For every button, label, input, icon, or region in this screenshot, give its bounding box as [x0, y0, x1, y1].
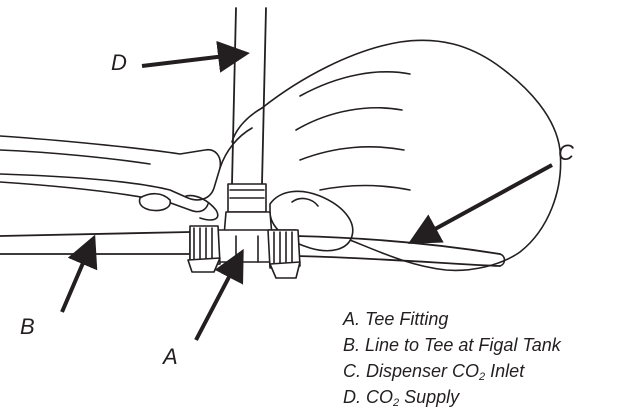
legend: A. Tee Fitting B. Line to Tee at Figal T… [343, 306, 561, 410]
callout-a: A [163, 344, 178, 369]
tubing-supply-d [231, 7, 237, 185]
pliers-handle [0, 135, 222, 201]
hand-outline [261, 39, 562, 272]
arrow-b [60, 234, 98, 313]
arrow-c [407, 163, 553, 244]
legend-item-d: D. CO2 Supply [343, 387, 460, 409]
legend-item-a: A. Tee Fitting [343, 309, 449, 329]
arrow-d [141, 40, 250, 73]
callout-c: C [558, 140, 574, 165]
legend-item-b: B. Line to Tee at Figal Tank [343, 335, 561, 355]
callout-d: D [111, 50, 127, 75]
tubing-line-b [0, 231, 191, 237]
callout-b: B [20, 314, 35, 339]
arrow-a [194, 248, 244, 341]
legend-item-c: C. Dispenser CO2 Inlet [343, 361, 525, 383]
